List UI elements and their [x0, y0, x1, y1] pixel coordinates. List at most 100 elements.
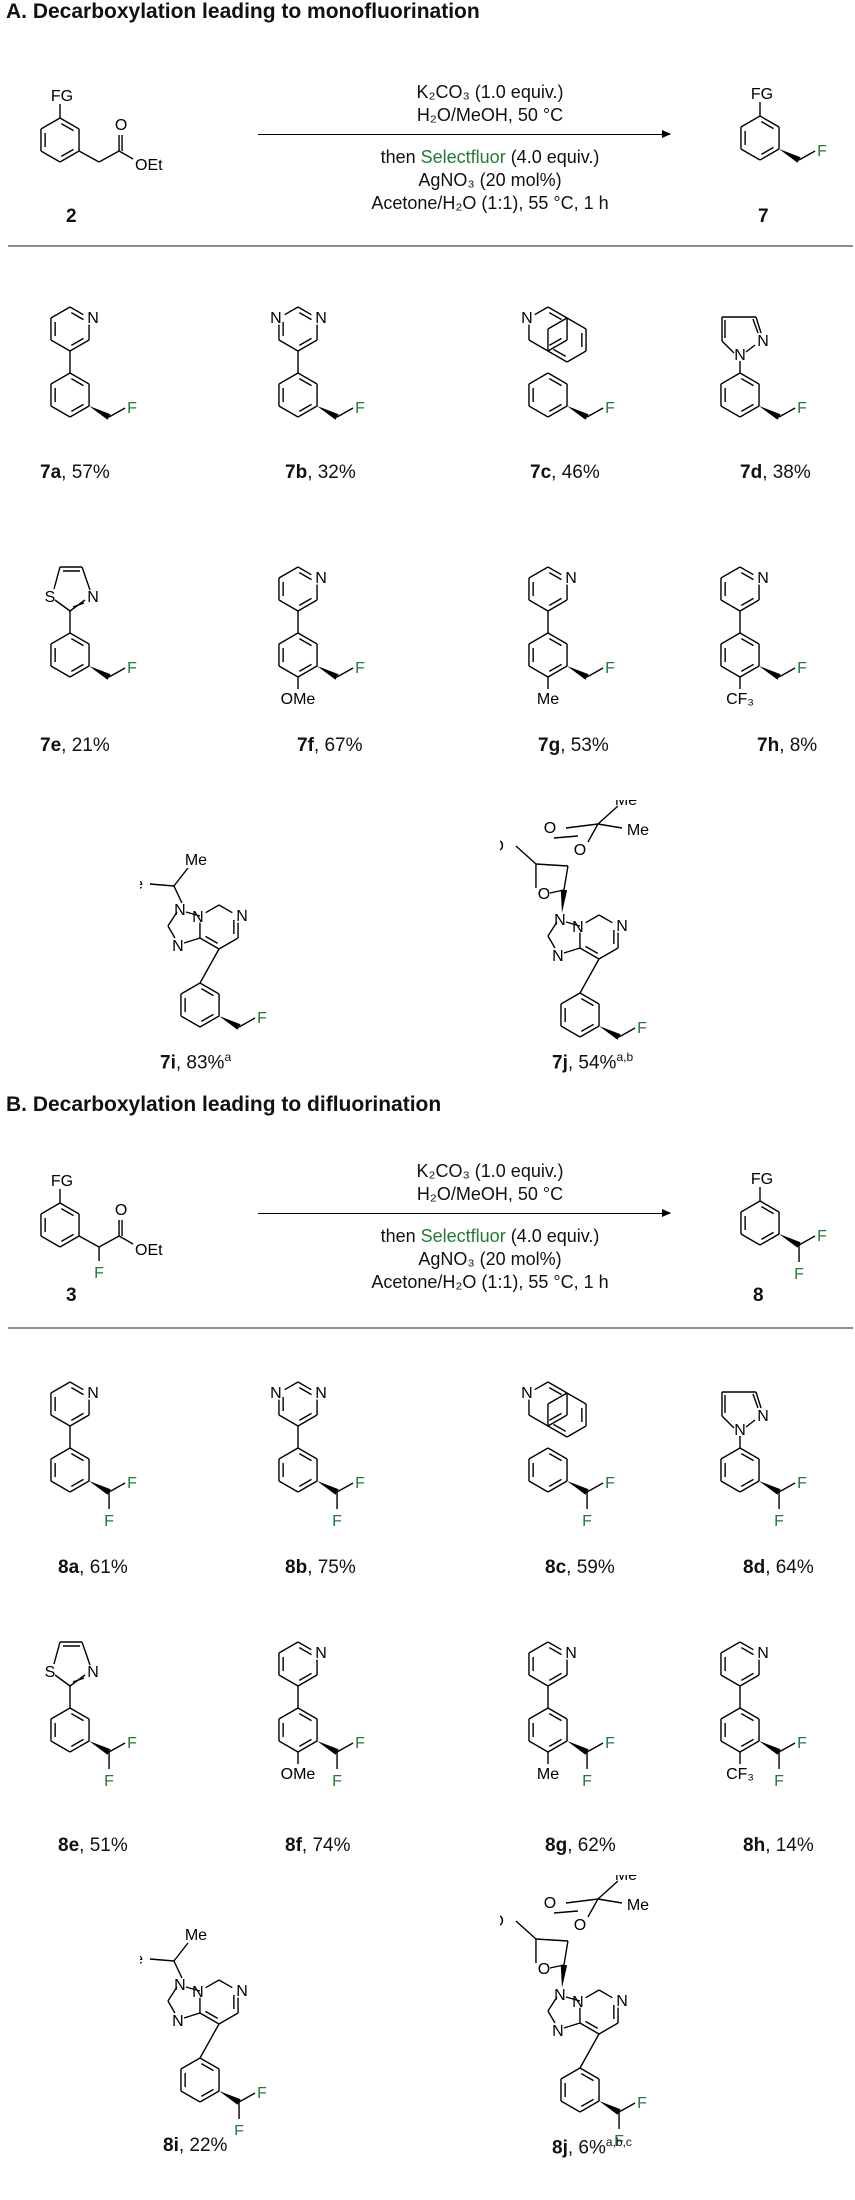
bond [50, 665, 71, 678]
wedge-bond [317, 406, 339, 420]
bond [40, 1235, 61, 1248]
bond [336, 667, 354, 678]
atom-label: Me [615, 1875, 637, 1884]
bond [563, 2022, 581, 2029]
bond [72, 1677, 85, 1683]
bond [597, 1898, 623, 1904]
atom-label: F [797, 1475, 807, 1492]
bond [565, 921, 581, 927]
condition-catalyst: AgNO₃ (20 mol%) [418, 170, 562, 190]
atom-label: F [794, 1266, 804, 1283]
bond [720, 1447, 741, 1460]
atom-label: N [734, 1422, 746, 1439]
bond [759, 1233, 780, 1246]
bond [548, 1478, 562, 1487]
atom-label: O [115, 117, 127, 134]
atom-label: F [332, 1773, 342, 1790]
bond [205, 935, 219, 944]
bond [563, 947, 581, 954]
reaction-conditions-bottom: then Selectfluor (4.0 equiv.) AgNO₃ (20 … [315, 146, 665, 215]
bond [278, 1414, 299, 1427]
bond [50, 1707, 71, 1720]
bond [740, 1672, 754, 1681]
atom-label: Me [140, 876, 143, 893]
reaction-conditions-bottom-b: then Selectfluor (4.0 equiv.) AgNO₃ (20 … [315, 1225, 665, 1294]
bond [70, 1412, 84, 1421]
label-8g: 8g, 62% [545, 1835, 616, 1856]
atom-label: N [315, 310, 327, 327]
bond [298, 663, 312, 672]
bond [778, 1482, 796, 1493]
bond [548, 1647, 562, 1656]
bond [560, 992, 581, 1005]
atom-label: Me [537, 1766, 559, 1783]
section-b-title: B. Decarboxylation leading to difluorina… [6, 1093, 442, 1116]
bond [740, 597, 754, 606]
atom-label: F [127, 400, 137, 417]
bond [205, 904, 220, 914]
bond [586, 1482, 604, 1493]
bond [566, 317, 587, 330]
atom-label: F [774, 1513, 784, 1530]
bond [778, 667, 796, 678]
bond [69, 1381, 84, 1391]
bond [740, 572, 754, 581]
bond [298, 312, 312, 321]
bond [553, 835, 579, 839]
atom-label: CF₃ [726, 691, 754, 708]
bond [69, 339, 90, 352]
atom-label: HO [500, 1913, 504, 1930]
bond [278, 1740, 299, 1753]
label-8d: 8d, 64% [743, 1557, 814, 1578]
bond [579, 958, 600, 994]
bond [297, 1707, 318, 1720]
atom-label: FG [51, 88, 73, 105]
bond [297, 372, 318, 385]
bond [70, 403, 84, 412]
bond [199, 1015, 220, 1028]
bond [553, 1423, 567, 1432]
bond [278, 1707, 299, 1720]
bond [547, 1392, 568, 1405]
bond [585, 1989, 600, 1999]
bond [199, 2090, 220, 2103]
wedge-bond [89, 406, 111, 420]
atom-label: N [565, 570, 577, 587]
bond [167, 1986, 178, 2002]
atom-label: F [355, 660, 365, 677]
bond [199, 937, 220, 950]
wedge-bond [759, 1741, 781, 1755]
bond [149, 1958, 175, 1962]
atom-label: O [574, 842, 586, 859]
bond [98, 150, 120, 163]
bond [70, 1453, 84, 1462]
bond [547, 372, 568, 385]
bond [547, 350, 568, 363]
wedge-bond [567, 1481, 589, 1495]
bond [548, 663, 562, 672]
bond [298, 597, 312, 606]
wedge-bond [219, 1016, 241, 1030]
bond [618, 2102, 636, 2113]
bond [548, 1412, 562, 1421]
bond [587, 823, 599, 843]
bond [185, 911, 201, 917]
bond [586, 1742, 604, 1753]
bond [218, 2012, 239, 2025]
bond [528, 339, 549, 352]
bond [740, 403, 754, 412]
wedge-bond [317, 666, 339, 680]
bond [566, 1425, 587, 1438]
bond [70, 378, 84, 387]
wedge-bond [599, 2101, 621, 2115]
bond [180, 1015, 201, 1028]
reaction-conditions-top: K₂CO₃ (1.0 equiv.) H₂O/MeOH, 50 °C [340, 81, 640, 127]
bond [547, 339, 568, 352]
bond [218, 1979, 233, 1989]
bond [70, 638, 84, 647]
